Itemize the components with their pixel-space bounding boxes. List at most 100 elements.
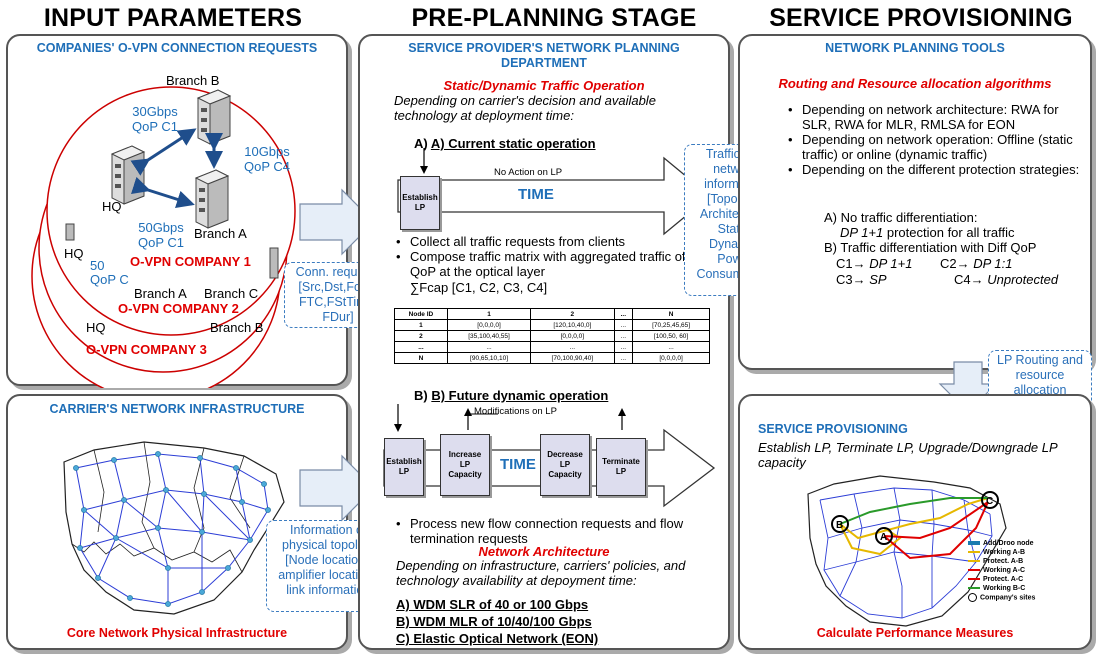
label-branch-a: Branch A	[194, 226, 247, 241]
traffic-operation-heading: Static/Dynamic Traffic Operation	[443, 78, 645, 93]
matrix-cell: ...	[394, 341, 448, 353]
legend-swatch	[968, 587, 980, 590]
qop-c3-label: C3→	[836, 272, 870, 287]
architecture-heading: Network Architecture	[478, 544, 610, 559]
legend-label: Working A-C	[983, 567, 1025, 574]
static-operation-heading: A) A) Current static operation	[414, 136, 596, 151]
time-label: TIME	[518, 186, 554, 203]
label-company-2: O-VPN COMPANY 2	[118, 301, 239, 316]
protection-b-line: B) Traffic differentiation with Diff QoP	[824, 240, 1037, 255]
matrix-cell: [0,0,0,0]	[446, 319, 532, 331]
panel-connection-requests: COMPANIES' O-VPN CONNECTION REQUESTS	[6, 34, 348, 388]
matrix-cell: [0,0,0,0]	[632, 352, 710, 364]
label-back-hq: HQ	[64, 246, 84, 261]
legend-swatch	[968, 578, 980, 581]
legend-swatch	[968, 541, 980, 546]
provisioning-caption: Calculate Performance Measures	[816, 626, 1014, 640]
matrix-row: 1 [0,0,0,0] [120,10,40,0] ... [70,25,45,…	[394, 319, 710, 331]
legend-label: Add/Droo node	[983, 540, 1034, 547]
matrix-cell: [90,65,10,10]	[446, 352, 532, 364]
qop-c2-label: C2→	[940, 256, 974, 271]
site-c-label: C	[986, 496, 993, 507]
site-a-label: A	[880, 532, 887, 543]
dynamic-operation-heading: B) B) Future dynamic operation	[414, 388, 609, 403]
static-operation-label: A) Current static operation	[430, 136, 596, 151]
static-time-arrow	[397, 148, 712, 236]
matrix-cell: ...	[632, 341, 710, 353]
traffic-matrix-table: Node ID 1 2 ... N 1 [0,0,0,0] [120,10,40…	[394, 308, 710, 364]
company1-circle	[46, 86, 296, 336]
panel-network-planning: SERVICE PROVIDER'S NETWORK PLANNING DEPA…	[358, 34, 730, 650]
legend-working-ac: Working A-C	[968, 566, 1035, 575]
matrix-cell: ...	[613, 352, 634, 364]
legend-company-sites: Company's sites	[968, 593, 1035, 602]
matrix-header-row: Node ID 1 2 ... N	[394, 308, 710, 320]
qop-c3: C3→ SP	[836, 272, 887, 287]
building-icon-branch-a	[194, 169, 230, 229]
legend-protect-ac: Protect. A-C	[968, 575, 1035, 584]
dyn-establish-box: Establish LP	[384, 438, 424, 496]
spain-topology-map	[63, 441, 285, 615]
matrix-row: ... ... ... ... ...	[394, 341, 710, 353]
panel-title: CARRIER'S NETWORK INFRASTRUCTURE	[49, 402, 305, 416]
sum-fcap-line: ∑Fcap [C1, C2, C3, C4]	[410, 280, 548, 295]
protection-a-line: A) No traffic differentiation:	[824, 210, 978, 225]
label-link-30g: 30Gbps QoP C1	[132, 104, 179, 134]
qop-c2-value: DP 1:1	[973, 256, 1013, 271]
legend-label: Company's sites	[980, 594, 1036, 602]
legend-label: Working B-C	[983, 585, 1026, 592]
label-hq: HQ	[102, 199, 122, 214]
matrix-cell: 2	[394, 330, 448, 342]
dyn-increase-box: Increase LP Capacity	[440, 434, 490, 496]
arch-option-b: B) WDM MLR of 10/40/100 Gbps	[396, 614, 592, 629]
modifications-label: Modifications on LP	[474, 406, 557, 417]
matrix-cell: ...	[613, 330, 634, 342]
matrix-row: 2 [35,100,40,55] [0,0,0,0] ... [100,50, …	[394, 330, 710, 342]
legend-working-ab: Working A-B	[968, 548, 1035, 557]
matrix-cell: [0,0,0,0]	[530, 330, 615, 342]
building-icon-branch-b	[196, 89, 232, 145]
architecture-desc: Depending on infrastructure, carriers' p…	[396, 558, 686, 588]
link-hq-branch-a	[130, 176, 195, 209]
protection-a-rest: protection for all traffic	[883, 225, 1015, 240]
column-title-preplanning: PRE-PLANNING STAGE	[411, 4, 697, 32]
dyn-terminate-box: Terminate LP	[596, 438, 646, 496]
dynamic-operation-label: B) Future dynamic operation	[431, 388, 609, 403]
label-back-branch-a: Branch A	[134, 286, 187, 301]
legend-label: Working A-B	[983, 549, 1025, 556]
panel-title: NETWORK PLANNING TOOLS	[825, 41, 1005, 55]
matrix-cell: [120,10,40,0]	[530, 319, 615, 331]
arch-option-a: A) WDM SLR of 40 or 100 Gbps	[396, 597, 589, 612]
label-link-10g: 10Gbps QoP C4	[244, 144, 291, 174]
qop-c4-value: Unprotected	[987, 272, 1059, 287]
label-branch-b: Branch B	[166, 73, 220, 88]
matrix-cell: [35,100,40,55]	[446, 330, 532, 342]
label-back-hq2: HQ	[86, 320, 106, 335]
matrix-cell: [100,50, 60]	[632, 330, 710, 342]
matrix-header-cell: 1	[446, 308, 532, 320]
vpn-diagram	[31, 86, 296, 388]
matrix-cell: 1	[394, 319, 448, 331]
static-bullet-1: Collect all traffic requests from client…	[394, 234, 724, 249]
label-back-branch-c: Branch C	[204, 286, 259, 301]
matrix-cell: [70,100,90,40]	[530, 352, 615, 364]
dyn-time-label: TIME	[500, 456, 536, 473]
panel-service-provisioning: SERVICE PROVISIONING Establish LP, Termi…	[738, 394, 1092, 650]
dynamic-bullets: Process new flow connection requests and…	[394, 516, 728, 546]
qop-c4: C4→ Unprotected	[954, 272, 1058, 287]
provisioning-legend: Add/Droo node Working A-B Protect. A-B W…	[968, 539, 1035, 602]
conn-requests-note: Conn. requests [Src,Dst,Fcap, FTC,FStTim…	[284, 262, 392, 328]
link-hq-branch-b	[130, 128, 197, 176]
legend-label: Protect. A-B	[983, 558, 1024, 565]
matrix-header-cell: ...	[613, 308, 634, 320]
panel-network-planning-tools: NETWORK PLANNING TOOLS Routing and Resou…	[738, 34, 1092, 370]
site-b-label: B	[836, 520, 843, 531]
matrix-header-cell: 2	[530, 308, 615, 320]
legend-swatch	[968, 551, 980, 554]
traffic-operation-desc: Depending on carrier's decision and avai…	[394, 93, 656, 123]
label-company-1: O-VPN COMPANY 1	[130, 254, 251, 269]
label-company-3: O-VPN COMPANY 3	[86, 342, 207, 357]
matrix-row: N [90,65,10,10] [70,100,90,40] ... [0,0,…	[394, 352, 710, 364]
protection-a-sub: DP 1+1 protection for all traffic	[840, 225, 1015, 240]
tools-subtitle: Routing and Resource allocation algorith…	[778, 76, 1052, 91]
